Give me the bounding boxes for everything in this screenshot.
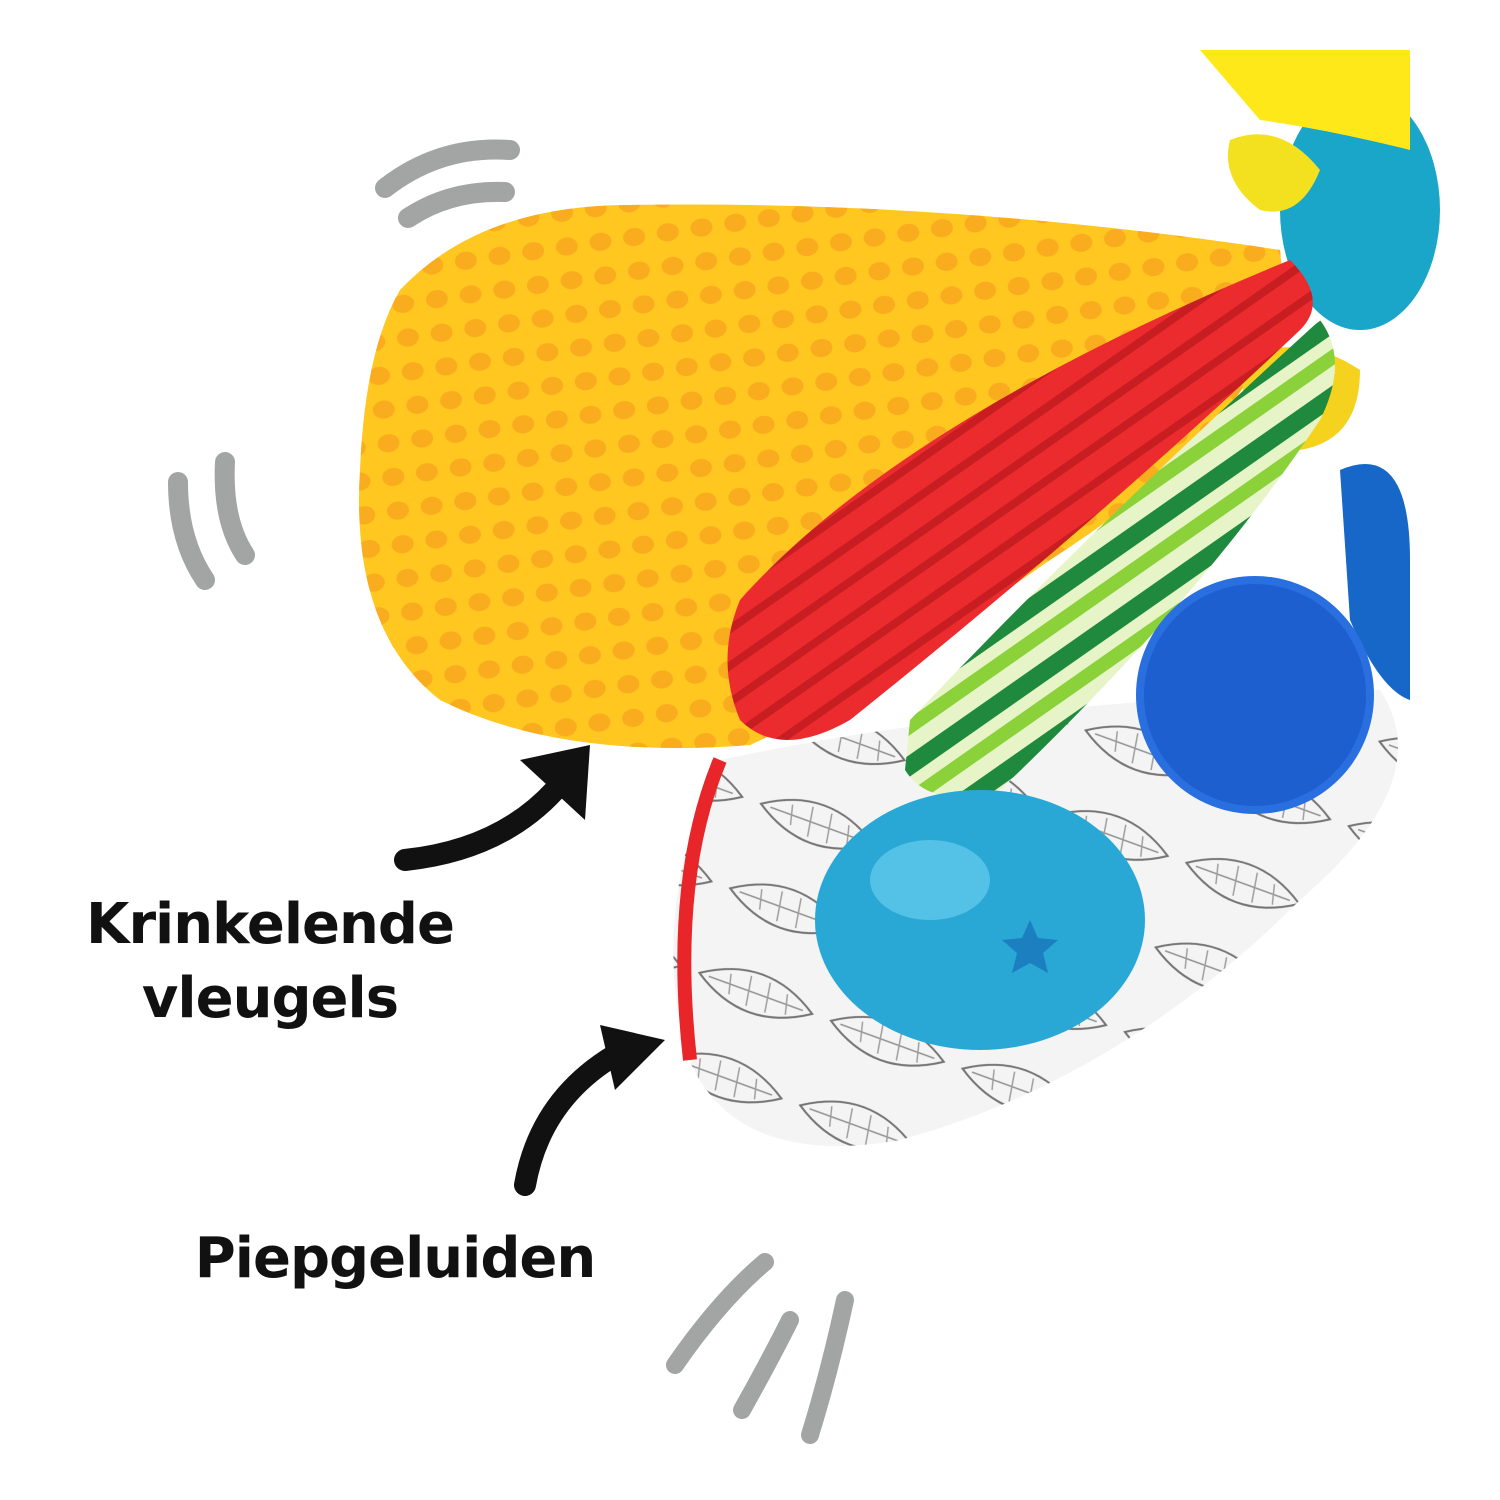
toy-body — [1280, 90, 1440, 330]
star-icon — [1002, 920, 1058, 973]
arrow-wings — [394, 745, 590, 871]
blue-ball — [815, 790, 1145, 1050]
wings-label: Krinkelende vleugels — [60, 888, 480, 1036]
arrow-squeak — [514, 1025, 665, 1196]
yellow-antenna — [1200, 50, 1410, 150]
motion-lines-left — [168, 452, 255, 590]
wings-label-line2: vleugels — [141, 966, 399, 1031]
blue-patch — [1136, 576, 1374, 814]
wings-label-line1: Krinkelende — [86, 892, 455, 957]
motion-lines-bottom — [666, 1253, 854, 1444]
squeak-label: Piepgeluiden — [194, 1226, 597, 1291]
striped-leg — [905, 320, 1335, 797]
motion-lines-top — [375, 139, 520, 228]
red-leg — [727, 260, 1313, 740]
